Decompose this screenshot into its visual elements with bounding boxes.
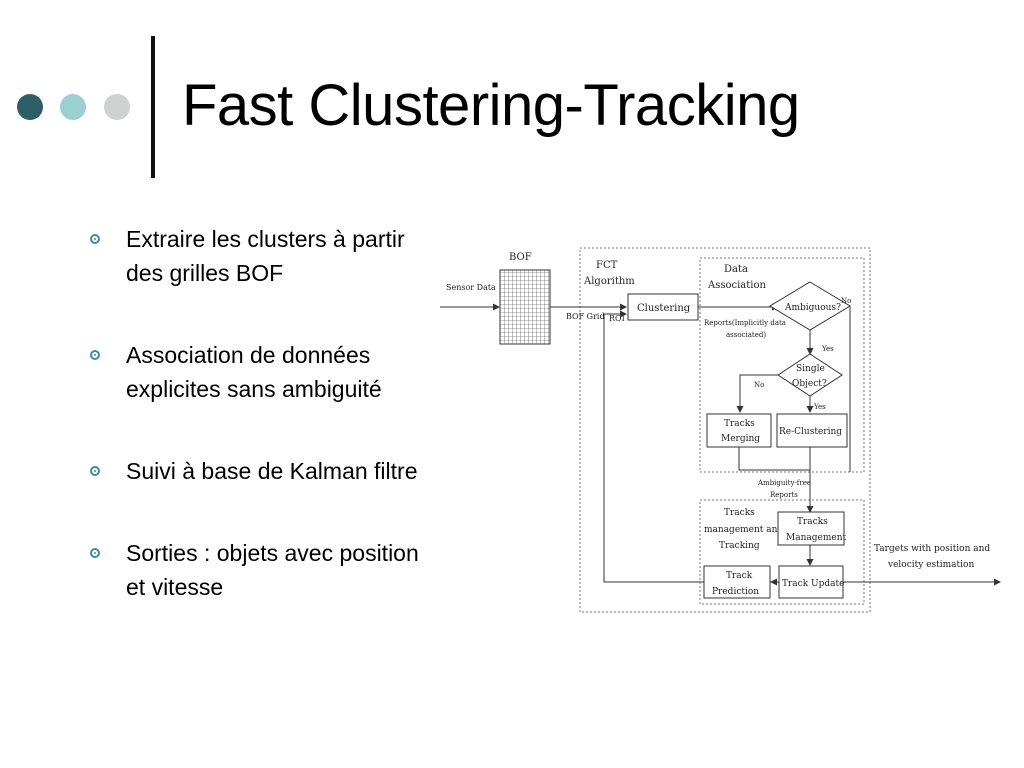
fct-flow-diagram: BOF Sensor Data BOF Grid FCT Algorithm R… xyxy=(440,247,1001,613)
fct-algorithm-box xyxy=(579,247,871,613)
track-update-label: Track Update xyxy=(782,579,844,589)
bullet-item: Sorties : objets avec position et vitess… xyxy=(86,536,506,604)
tracks-merging-box xyxy=(706,413,772,448)
bullet-text-line1: Extraire les clusters à partir xyxy=(126,226,405,252)
track-update-box xyxy=(778,565,844,599)
yes-label-1: Yes xyxy=(821,345,834,353)
merging-to-output-path xyxy=(738,447,810,471)
bof-label: BOF xyxy=(509,252,532,263)
targets-label-1: Targets with position and xyxy=(874,544,990,554)
fct-label-1: FCT xyxy=(596,260,618,271)
tracks-mgmt-tracking-label-3: Tracking xyxy=(719,541,760,551)
decor-dot-teal xyxy=(60,94,86,120)
bullet-icon xyxy=(90,234,100,244)
bullet-text-line2: explicites sans ambiguité xyxy=(126,376,382,402)
bullet-text-line1: Association de données xyxy=(126,342,371,368)
prediction-feedback-path xyxy=(603,314,704,583)
bullet-icon xyxy=(90,548,100,558)
bullet-icon xyxy=(90,466,100,476)
bullet-text-line1: Suivi à base de Kalman filtre xyxy=(126,458,418,484)
tracks-management-box xyxy=(699,499,865,605)
tracks-mgmt-tracking-label-1: Tracks xyxy=(724,508,755,518)
no-label-2: No xyxy=(754,381,764,389)
tracks-merging-label-2: Merging xyxy=(721,434,760,444)
decor-dot-grey xyxy=(104,94,130,120)
bullet-list: Extraire les clusters à partir des grill… xyxy=(86,222,506,604)
re-clustering-label: Re-Clustering xyxy=(779,427,842,437)
ambiguous-label: Ambiguous? xyxy=(784,303,841,313)
single-object-label-1: Single xyxy=(796,364,825,374)
ambiguity-free-label-1: Ambiguity-free xyxy=(757,479,811,487)
sensor-data-label: Sensor Data xyxy=(446,283,496,292)
tracks-management-box-node xyxy=(777,511,845,546)
re-clustering-box xyxy=(776,413,848,448)
single-object-label-2: Object? xyxy=(792,379,827,389)
reports-label-1: Reports(Implicitly data xyxy=(704,319,786,327)
title-divider xyxy=(151,36,155,178)
track-prediction-box xyxy=(703,565,771,599)
targets-label-2: velocity estimation xyxy=(887,560,974,570)
tracks-management-label-2: Management xyxy=(786,533,846,543)
slide-title: Fast Clustering-Tracking xyxy=(182,73,800,138)
bof-grid xyxy=(499,269,551,345)
single-object-no-path xyxy=(736,374,778,413)
bullet-text-line1: Sorties : objets avec position xyxy=(126,540,419,566)
track-prediction-label-1: Track xyxy=(726,571,753,581)
bullet-item: Suivi à base de Kalman filtre xyxy=(86,454,506,488)
bullet-text-line2: des grilles BOF xyxy=(126,260,284,286)
tracks-management-label-1: Tracks xyxy=(797,517,828,527)
no-label-1: No xyxy=(841,297,851,305)
track-prediction-label-2: Prediction xyxy=(712,587,759,597)
fct-label-2: Algorithm xyxy=(583,276,635,287)
tracks-mgmt-tracking-label-2: management and xyxy=(704,525,783,535)
bullet-item: Extraire les clusters à partir des grill… xyxy=(86,222,506,290)
tracks-merging-label-1: Tracks xyxy=(724,419,755,429)
data-association-label-2: Association xyxy=(707,280,767,291)
decor-dot-dark xyxy=(17,94,43,120)
ambiguity-free-label-2: Reports xyxy=(770,491,798,499)
bullet-icon xyxy=(90,350,100,360)
bullet-text-line2: et vitesse xyxy=(126,574,224,600)
bof-grid-label: BOF Grid xyxy=(566,312,605,321)
roi-label: ROI xyxy=(609,314,625,323)
data-association-box xyxy=(699,257,865,473)
clustering-label: Clustering xyxy=(637,303,691,314)
reports-label-2: associated) xyxy=(726,331,766,339)
yes-label-2: Yes xyxy=(813,403,826,411)
single-object-decision xyxy=(777,353,843,397)
data-association-label-1: Data xyxy=(724,264,748,275)
bullet-item: Association de données explicites sans a… xyxy=(86,338,506,406)
